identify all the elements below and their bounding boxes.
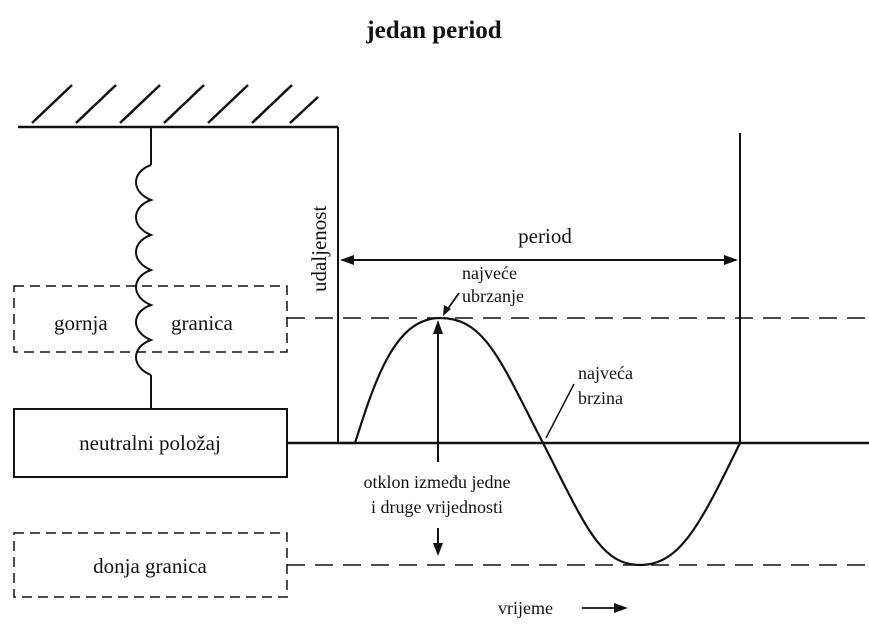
max-acceleration-label-2: ubrzanje [462, 286, 524, 306]
ceiling-hatching [31, 84, 319, 124]
period-label: period [518, 224, 572, 248]
upper-limit-label-1: gornja [54, 311, 108, 335]
sine-wave [340, 316, 741, 567]
max-acceleration-pointer [443, 292, 460, 316]
max-speed-pointer [545, 383, 575, 439]
upper-limit-box [13, 285, 288, 353]
upper-limit-label-2: granica [171, 311, 233, 335]
deflection-arrow [433, 320, 443, 556]
distance-axis-label: udaljenost [307, 206, 331, 292]
deflection-label-1: otklon između jedne [364, 472, 511, 492]
max-speed-label-2: brzina [578, 388, 623, 408]
spring [135, 127, 154, 409]
diagram-title: jedan period [365, 17, 502, 44]
time-arrow [582, 603, 628, 613]
deflection-label-bg [332, 466, 544, 524]
ceiling-support [18, 84, 338, 129]
lower-limit-label: donja granica [93, 554, 207, 578]
deflection-label-2: i druge vrijednosti [371, 497, 503, 517]
max-acceleration-label-1: najveće [462, 263, 517, 283]
max-speed-label-1: najveća [578, 363, 633, 383]
period-arrow [340, 255, 738, 265]
neutral-position-label: neutralni položaj [79, 431, 221, 455]
time-axis-label: vrijeme [498, 598, 553, 618]
